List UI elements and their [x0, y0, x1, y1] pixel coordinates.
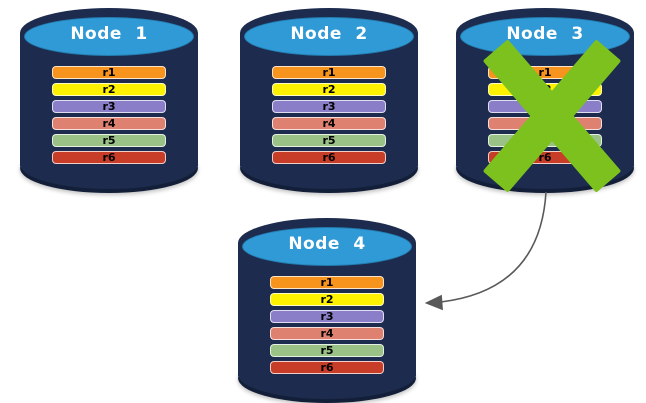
arrow-curve	[440, 191, 547, 303]
record-r2: r2	[270, 293, 384, 306]
node-1-records: r1 r2 r3 r4 r5 r6	[52, 66, 166, 164]
record-r1: r1	[270, 276, 384, 289]
cylinder-bottom-face	[20, 139, 198, 189]
record-r1: r1	[272, 66, 386, 79]
node-2-records: r1 r2 r3 r4 r5 r6	[272, 66, 386, 164]
record-r4: r4	[272, 117, 386, 130]
node-3-title: Node 3	[506, 24, 584, 44]
record-r5: r5	[52, 134, 166, 147]
record-r6: r6	[272, 151, 386, 164]
record-r4: r4	[270, 327, 384, 340]
cylinder-bottom-face	[240, 139, 418, 189]
record-r5: r5	[272, 134, 386, 147]
node-4-cylinder: Node 4 r1 r2 r3 r4 r5 r6	[238, 218, 416, 403]
record-r6: r6	[270, 361, 384, 374]
record-r1: r1	[52, 66, 166, 79]
record-r2: r2	[52, 83, 166, 96]
node-2-cylinder: Node 2 r1 r2 r3 r4 r5 r6	[240, 8, 418, 193]
cylinder-top-face	[244, 17, 414, 56]
cylinder-top-face	[242, 227, 412, 266]
arrowhead-icon	[424, 294, 443, 311]
record-r5: r5	[270, 344, 384, 357]
node-4-title: Node 4	[288, 234, 366, 254]
cylinder-top-face	[24, 17, 194, 56]
record-r2: r2	[272, 83, 386, 96]
record-r3: r3	[272, 100, 386, 113]
node-4-records: r1 r2 r3 r4 r5 r6	[270, 276, 384, 374]
cylinder-bottom-face	[238, 349, 416, 399]
record-r6: r6	[52, 151, 166, 164]
record-r3: r3	[52, 100, 166, 113]
node-2-title: Node 2	[290, 24, 368, 44]
failure-x-icon	[482, 39, 622, 193]
node-1-title: Node 1	[70, 24, 148, 44]
record-r4: r4	[52, 117, 166, 130]
node-1-cylinder: Node 1 r1 r2 r3 r4 r5 r6	[20, 8, 198, 193]
record-r3: r3	[270, 310, 384, 323]
